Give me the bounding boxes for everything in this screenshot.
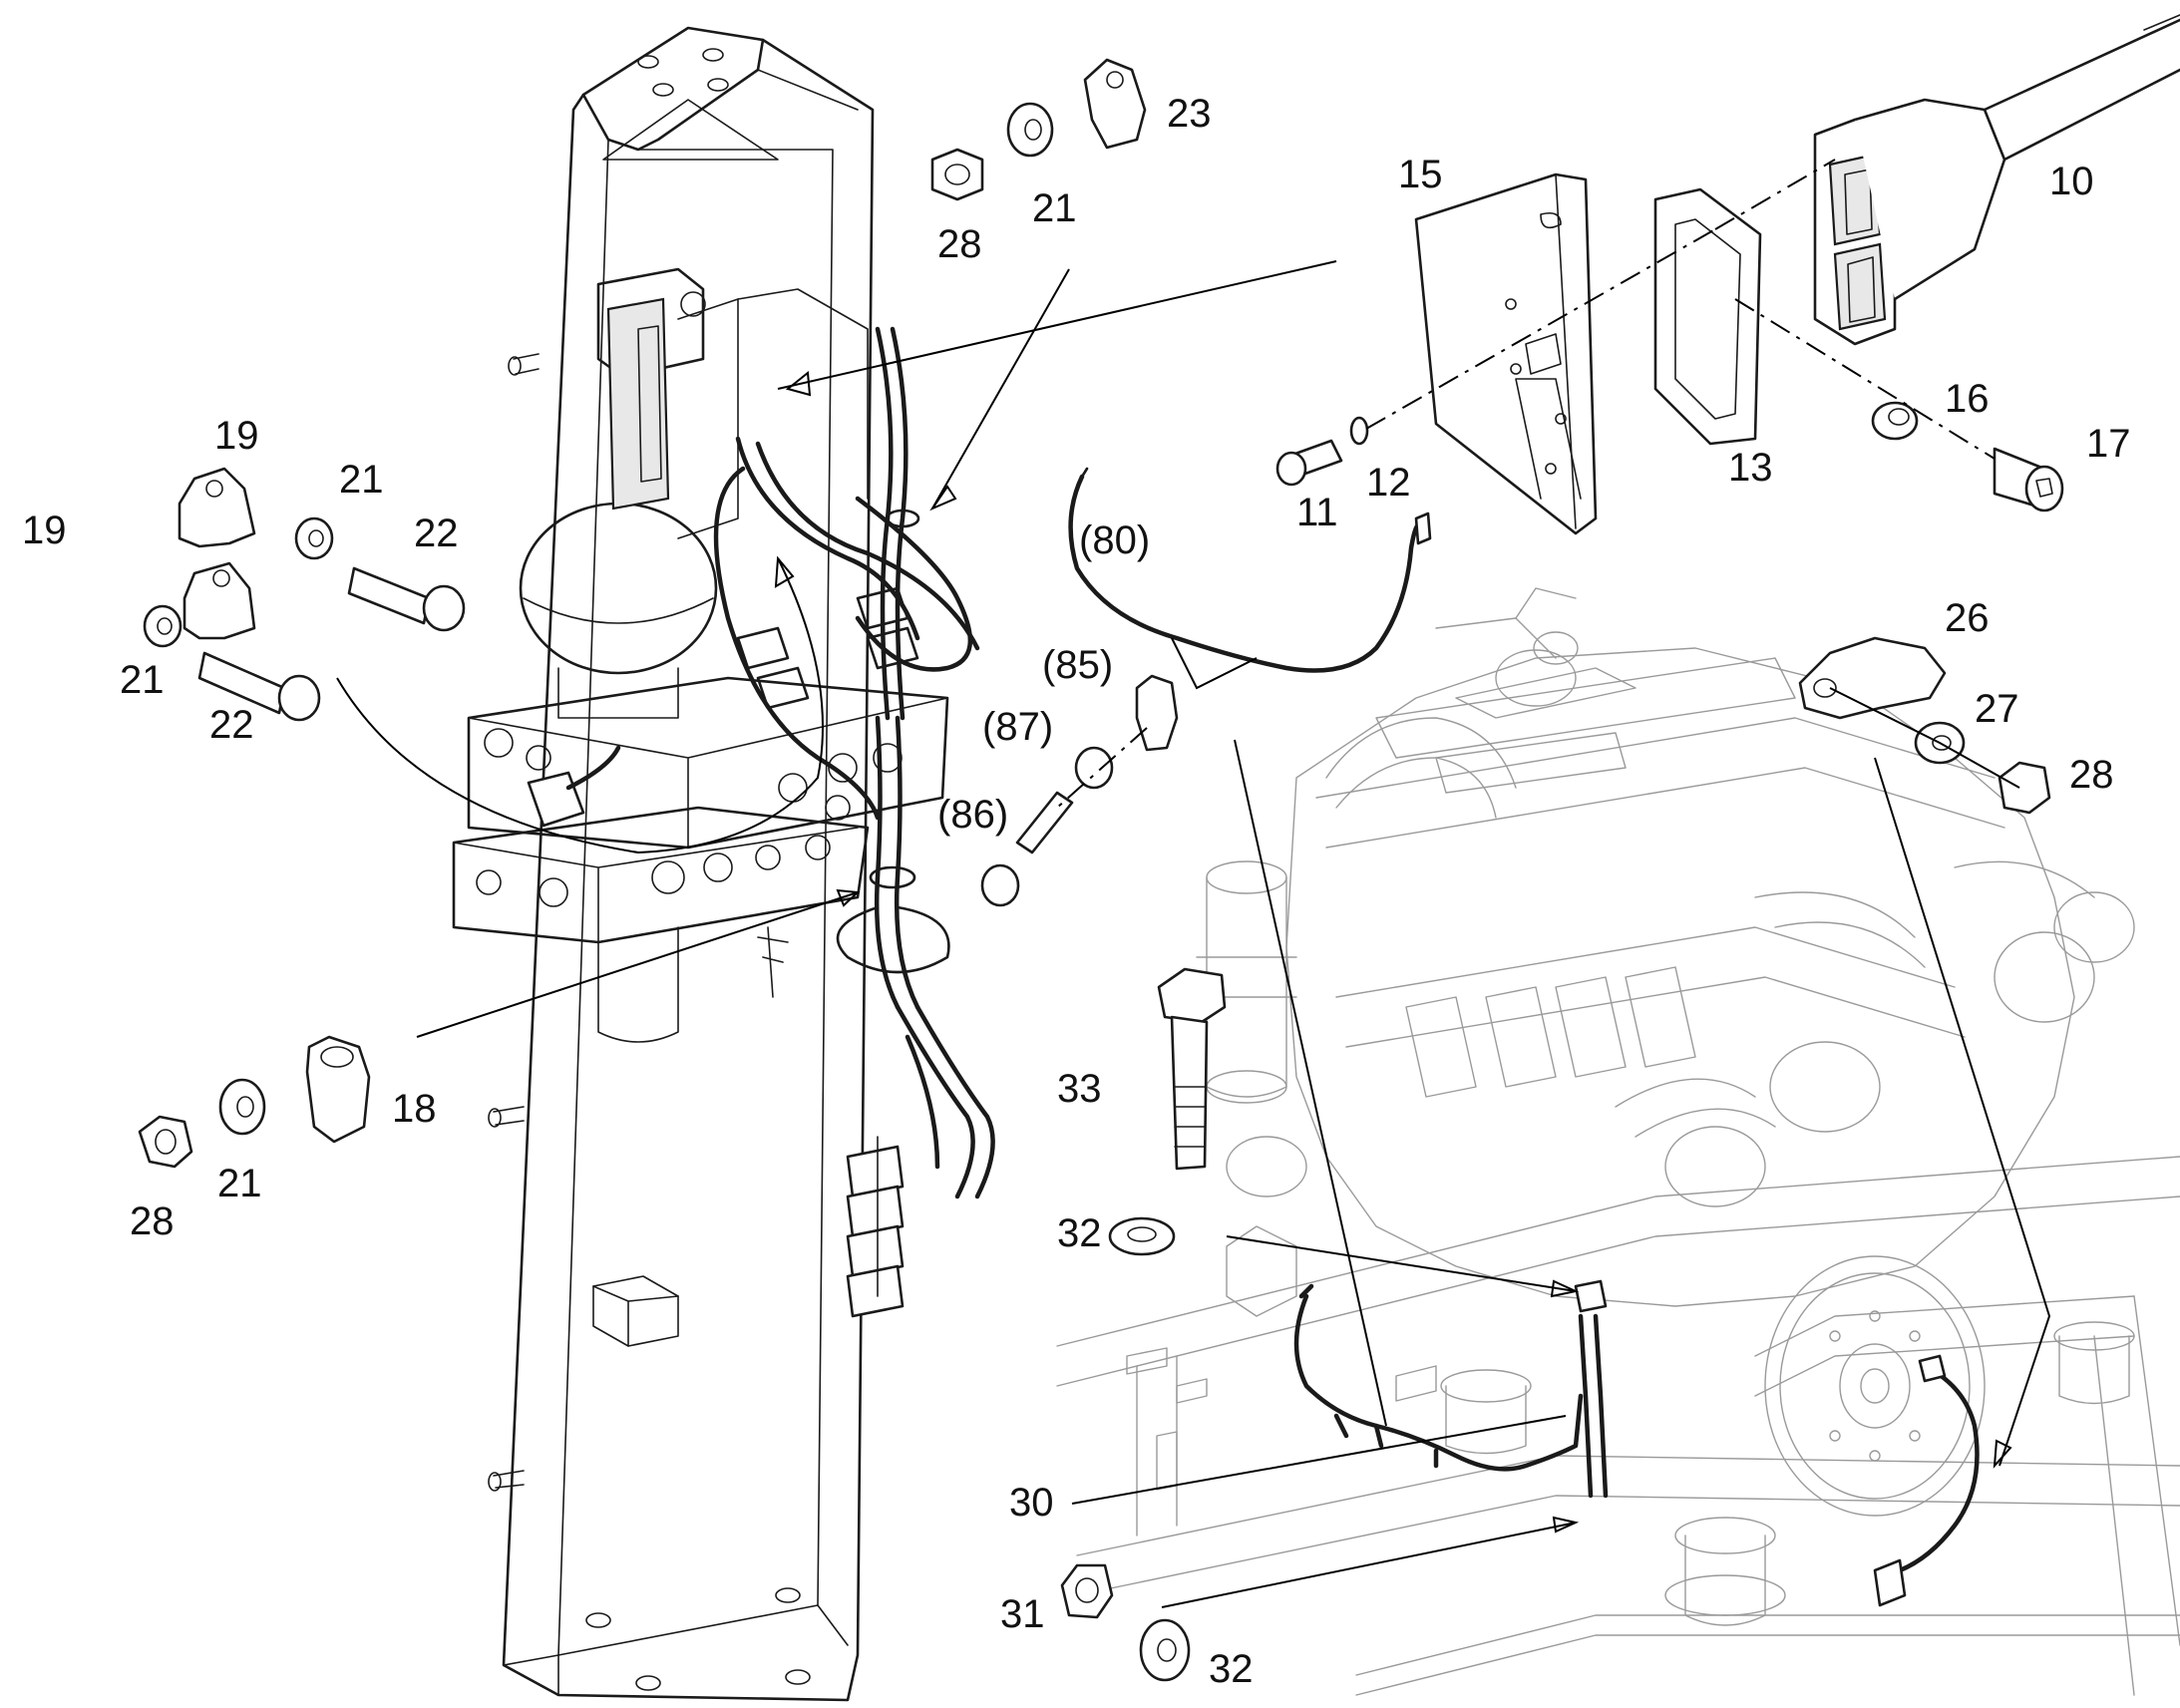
washer-32-bottom [1139, 1618, 1191, 1682]
callout-21-b: 21 [120, 658, 165, 702]
washer-12 [1349, 416, 1369, 446]
callout-85: (85) [1042, 643, 1113, 687]
callout-16: 16 [1945, 377, 1990, 421]
clip-19-a [182, 561, 256, 640]
callout-23: 23 [1167, 92, 1212, 136]
callout-21-left: 21 [217, 1162, 262, 1205]
screw-11 [1275, 439, 1343, 487]
grommet-18 [305, 1035, 371, 1144]
nut-28-right [1998, 761, 2051, 815]
callout-30: 30 [1009, 1481, 1054, 1525]
bolt-33 [1157, 967, 1227, 1171]
callout-28-left: 28 [130, 1199, 175, 1243]
callout-33: 33 [1057, 1067, 1102, 1111]
assembly-axis-86 [1056, 727, 1148, 809]
assembly-axis-17 [1734, 298, 1996, 460]
callout-31: 31 [1000, 1592, 1045, 1636]
callout-21-a: 21 [339, 458, 384, 502]
callout-18: 18 [392, 1087, 437, 1131]
bolt-17 [1993, 447, 2064, 512]
callout-32-top: 32 [1057, 1211, 1102, 1255]
callout-labels: 10 11 12 13 15 16 17 18 19 19 21 21 21 2… [22, 92, 2131, 1691]
bolt-22-b [197, 651, 321, 722]
callout-86: (86) [937, 793, 1008, 837]
washer-21-a [294, 516, 334, 560]
callout-22-b: 22 [209, 703, 254, 747]
nut-28-left [138, 1115, 193, 1169]
washer-87 [1074, 746, 1114, 790]
nut-28-top [930, 148, 984, 201]
callout-80: (80) [1079, 518, 1150, 562]
callout-26: 26 [1945, 596, 1990, 640]
bracket-plate [1414, 172, 1598, 535]
washer-16 [1871, 401, 1919, 441]
callout-32-bottom: 32 [1209, 1647, 1254, 1691]
callout-19-left: 19 [22, 509, 67, 552]
clip-23 [1083, 58, 1147, 150]
assembly-axis-11 [1365, 228, 1716, 430]
callout-11: 11 [1296, 491, 1338, 534]
callout-10: 10 [2049, 160, 2094, 203]
callout-19-top: 19 [214, 414, 259, 458]
clip-26 [1798, 636, 1947, 720]
screw-86 [980, 791, 1074, 907]
callout-87: (87) [982, 705, 1053, 749]
callout-15: 15 [1398, 153, 1443, 196]
mounting-frame [452, 26, 995, 1702]
engine-harness [1293, 1279, 1980, 1607]
assembly-axis-26 [1829, 687, 2020, 789]
gasket [1653, 187, 1762, 446]
assembly-axis-10 [1714, 159, 1836, 230]
callout-13: 13 [1728, 446, 1773, 490]
clip-19-b [178, 467, 256, 548]
callout-17: 17 [2086, 422, 2131, 466]
connector-10 [1813, 14, 2180, 346]
leader-lines [336, 260, 2051, 1608]
callout-28-right: 28 [2069, 753, 2114, 797]
callout-22-a: 22 [414, 512, 459, 555]
callout-28-top: 28 [937, 222, 982, 266]
washer-21-b [143, 604, 182, 648]
washer-32-top [1108, 1216, 1176, 1256]
callout-21-top: 21 [1032, 186, 1077, 230]
washer-21-left [218, 1078, 266, 1136]
bolt-22-a [347, 566, 466, 632]
nut-31 [1060, 1563, 1114, 1619]
engine-assembly [1056, 587, 2180, 1696]
cable-80 [1068, 467, 1432, 690]
washer-21-top [1006, 102, 1054, 158]
callout-12: 12 [1366, 461, 1411, 505]
callout-27: 27 [1975, 687, 2019, 731]
clip-85 [1135, 674, 1179, 752]
